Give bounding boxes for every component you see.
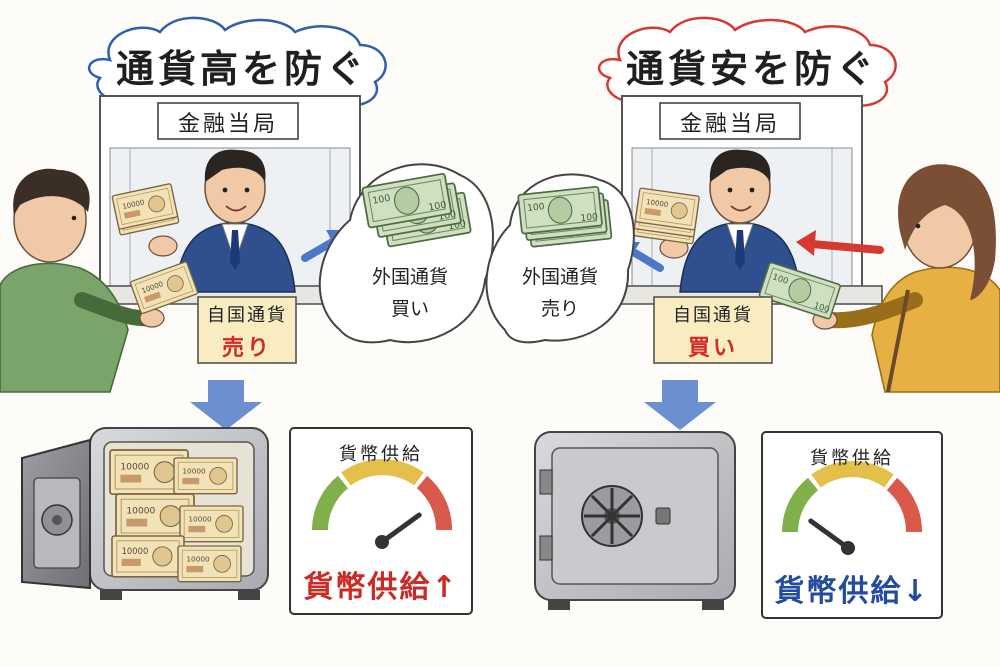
right-counter-line2: 買い [687, 336, 738, 361]
left-booth-sign: 金融当局 [177, 112, 278, 137]
right-meter-result: 貨幣供給↓ [774, 574, 930, 609]
left-open-safe [21, 427, 269, 600]
left-meter-title: 貨幣供給 [339, 444, 423, 465]
left-meter-result: 貨幣供給↑ [303, 570, 459, 605]
left-counter-line1: 自国通貨 [207, 305, 287, 326]
right-customer-woman [812, 164, 1000, 393]
right-bubble-line2: 売り [540, 298, 579, 320]
right-down-arrow [644, 380, 716, 430]
right-closed-safe [534, 431, 736, 610]
left-title: 通貨高を防ぐ [115, 47, 368, 91]
right-dollar-stack [517, 185, 613, 248]
right-counter-line1: 自国通貨 [673, 305, 753, 326]
right-booth-sign: 金融当局 [679, 112, 780, 137]
left-bubble-line1: 外国通貨 [371, 266, 448, 288]
right-bubble-line1: 外国通貨 [521, 266, 598, 288]
right-gauge-card [761, 431, 943, 619]
left-counter-line2: 売り [221, 336, 272, 361]
right-counter-sign [653, 296, 773, 364]
left-bubble-line2: 買い [390, 298, 429, 320]
right-meter-title: 貨幣供給 [810, 448, 894, 469]
right-arrow-from-customer [796, 230, 884, 256]
left-customer-man [0, 168, 165, 393]
left-counter-sign [197, 296, 297, 364]
left-down-arrow [190, 380, 262, 430]
left-official [148, 149, 296, 293]
right-yen-stack-held [632, 187, 701, 245]
left-gauge-card [289, 427, 473, 615]
right-title: 通貨安を防ぐ [625, 47, 878, 91]
